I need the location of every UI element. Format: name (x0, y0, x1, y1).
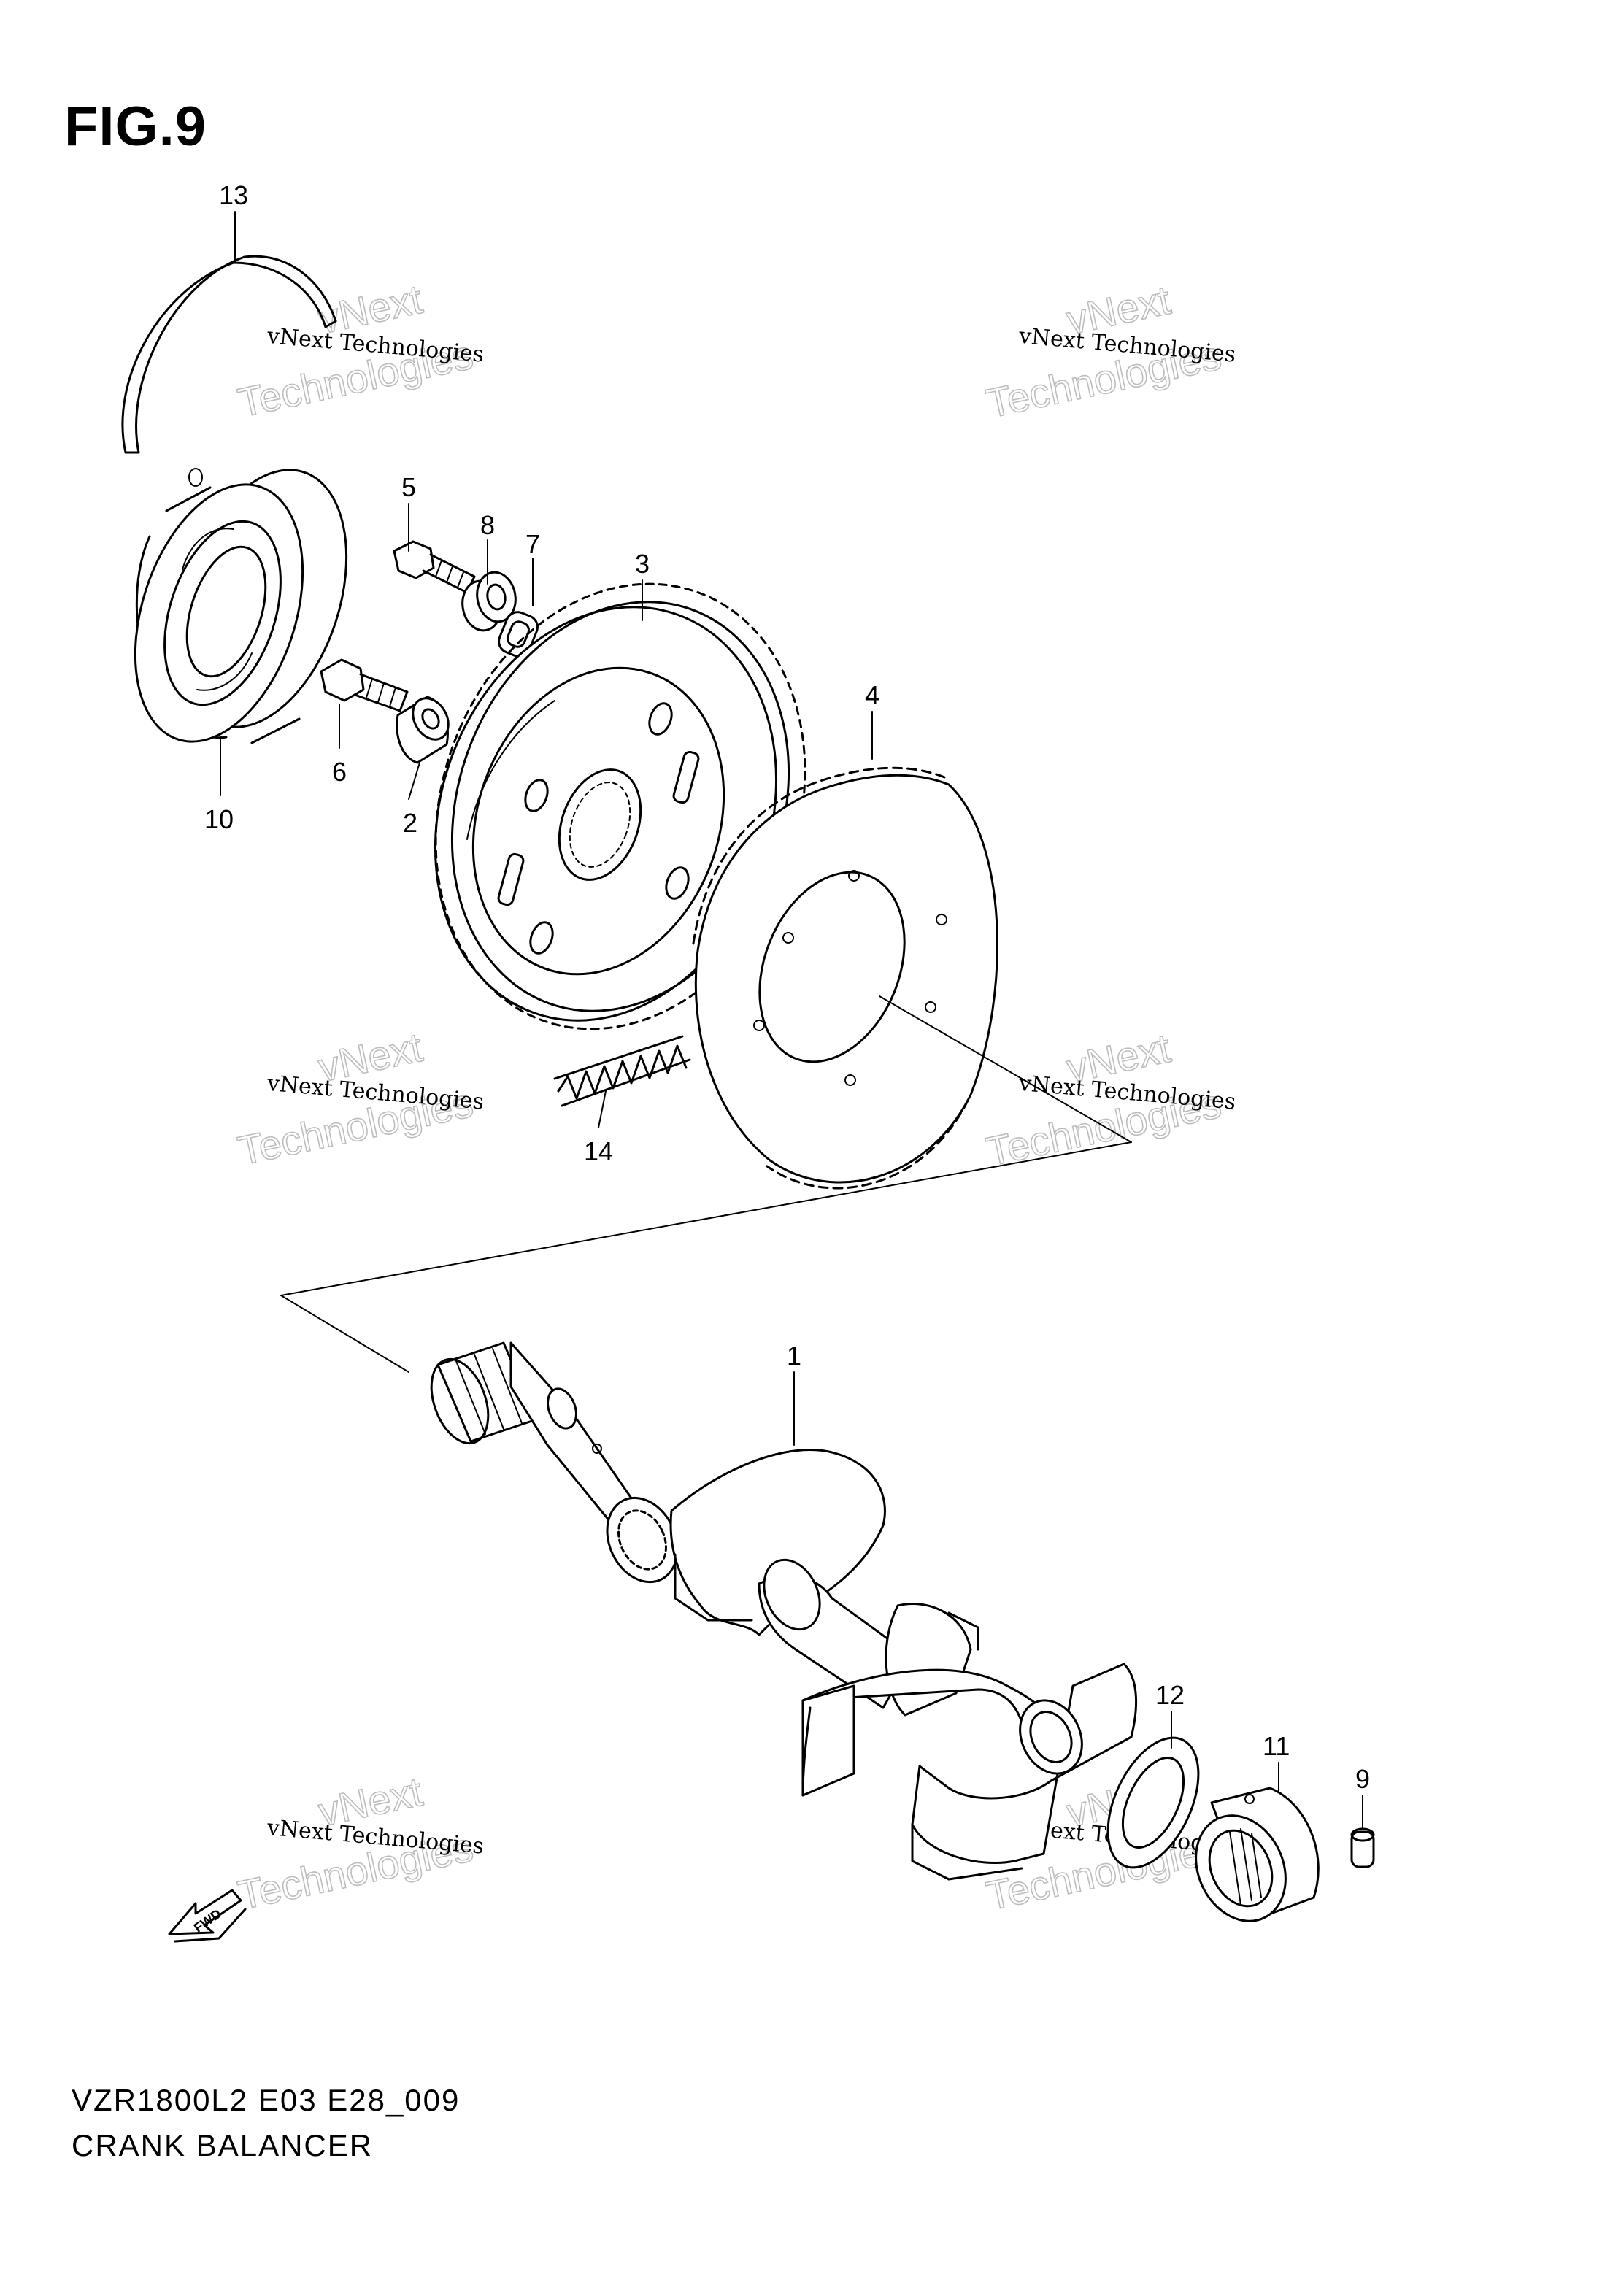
collar-part-8 (461, 571, 517, 632)
callout-9: 9 (1355, 1764, 1370, 1794)
callout-2: 2 (403, 808, 417, 838)
needle-bearing-part-11 (1195, 1787, 1320, 1922)
gear-part-3 (434, 582, 806, 1030)
callout-5: 5 (401, 472, 416, 502)
bolt-part-5 (393, 540, 476, 594)
watermark-bottom-left: vNext Technologies vNext Technologies (234, 1768, 485, 1919)
callout-leaders (220, 211, 1363, 1829)
watermark-top-left: vNext Technologies vNext Technologies (234, 275, 485, 426)
spring-part-14 (553, 1035, 691, 1107)
bolt-part-6 (320, 658, 409, 712)
watermark-top-right: vNext Technologies vNext Technologies (982, 276, 1237, 427)
assembly-guide-lines (280, 995, 1132, 1373)
callout-14: 14 (584, 1136, 613, 1166)
figure-title: FIG.9 (64, 96, 207, 158)
watermark-mid-right: vNext Technologies vNext Technologies (982, 1024, 1237, 1175)
callout-1: 1 (787, 1341, 801, 1371)
spacer-part-2 (396, 696, 450, 764)
washer-part-7 (498, 611, 539, 658)
callout-8: 8 (480, 510, 495, 540)
callout-12: 12 (1155, 1680, 1185, 1710)
fwd-direction-icon: FWD (168, 1889, 247, 1943)
watermark-mid-left: vNext Technologies vNext Technologies (234, 1023, 485, 1174)
callout-11: 11 (1263, 1731, 1290, 1761)
circlip-part-13 (121, 255, 337, 454)
callout-7: 7 (525, 529, 540, 559)
callout-6: 6 (332, 757, 347, 787)
diagram-title: CRANK BALANCER (72, 2128, 374, 2162)
dowel-pin-part-9 (1350, 1827, 1375, 1868)
diagram-code: VZR1800L2 E03 E28_009 (72, 2083, 461, 2117)
callout-labels: 13 5 8 7 3 4 6 2 10 14 1 12 11 9 (204, 180, 1370, 1794)
callout-13: 13 (219, 180, 248, 210)
thrust-washer-part-12 (1106, 1736, 1200, 1869)
bearing-part-10 (134, 468, 348, 744)
callout-3: 3 (635, 549, 650, 579)
gear-part-4 (691, 766, 998, 1190)
callout-4: 4 (865, 680, 879, 710)
balancer-shaft-part-1 (430, 1341, 1137, 1881)
callout-10: 10 (204, 804, 234, 834)
